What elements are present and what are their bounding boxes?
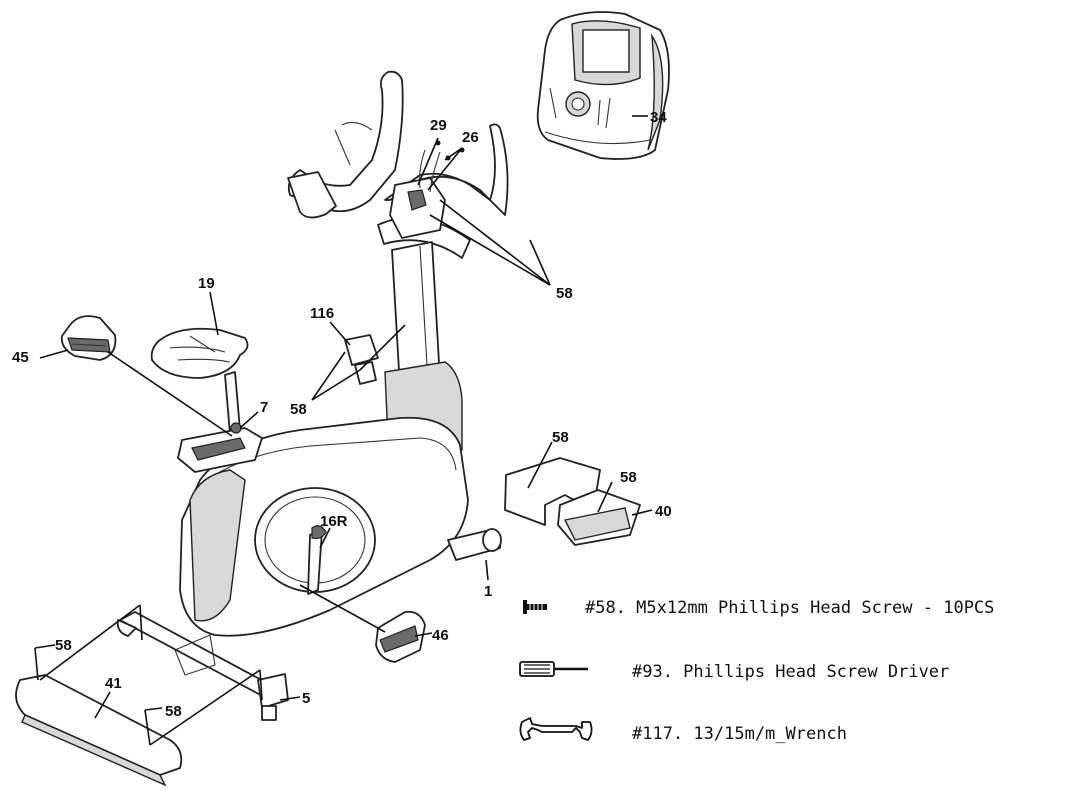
front-base-cover: [15, 674, 183, 787]
label-45: 45: [12, 349, 29, 366]
label-58-cover-a: 58: [552, 429, 569, 446]
label-7: 7: [260, 399, 268, 416]
tool-screw-text: #58. M5x12mm Phillips Head Screw - 10PCS: [585, 598, 994, 618]
wrench-icon: [519, 717, 593, 741]
label-1: 1: [484, 583, 492, 600]
bottle-holder: [344, 334, 379, 385]
left-pedal: [60, 315, 117, 361]
label-46: 46: [432, 627, 449, 644]
label-34: 34: [650, 109, 667, 126]
label-19: 19: [198, 275, 215, 292]
rear-stabilizer: [447, 528, 502, 561]
label-5: 5: [302, 690, 310, 707]
tool-wrench-text: #117. 13/15m/m_Wrench: [632, 724, 847, 744]
label-58-handlebar: 58: [556, 285, 573, 302]
screw-icon: [523, 600, 547, 614]
tool-list: #58. M5x12mm Phillips Head Screw - 10PCS…: [519, 598, 994, 744]
tool-screwdriver-text: #93. Phillips Head Screw Driver: [632, 662, 949, 682]
label-41: 41: [105, 675, 122, 692]
label-58-base-top: 58: [55, 637, 72, 654]
main-frame: [179, 416, 469, 637]
handlebar-bracket: [389, 149, 446, 239]
label-58-bracket: 58: [290, 401, 307, 418]
leader-lines: [34, 115, 653, 746]
label-40: 40: [655, 503, 672, 520]
label-26: 26: [462, 129, 479, 146]
label-116: 116: [310, 305, 334, 322]
seat-assembly: [150, 327, 263, 473]
screwdriver-icon: [519, 661, 588, 677]
part-labels: 29 26 34 58 19 45 7 116 58 16R 58 58 40 …: [12, 109, 672, 720]
label-58-cover-b: 58: [620, 469, 637, 486]
label-29: 29: [430, 117, 447, 134]
right-pedal: [375, 610, 426, 663]
label-58-base-bottom: 58: [165, 703, 182, 720]
label-16r: 16R: [320, 513, 348, 530]
rear-cover-pieces: [504, 457, 641, 546]
console-part: [536, 11, 670, 160]
